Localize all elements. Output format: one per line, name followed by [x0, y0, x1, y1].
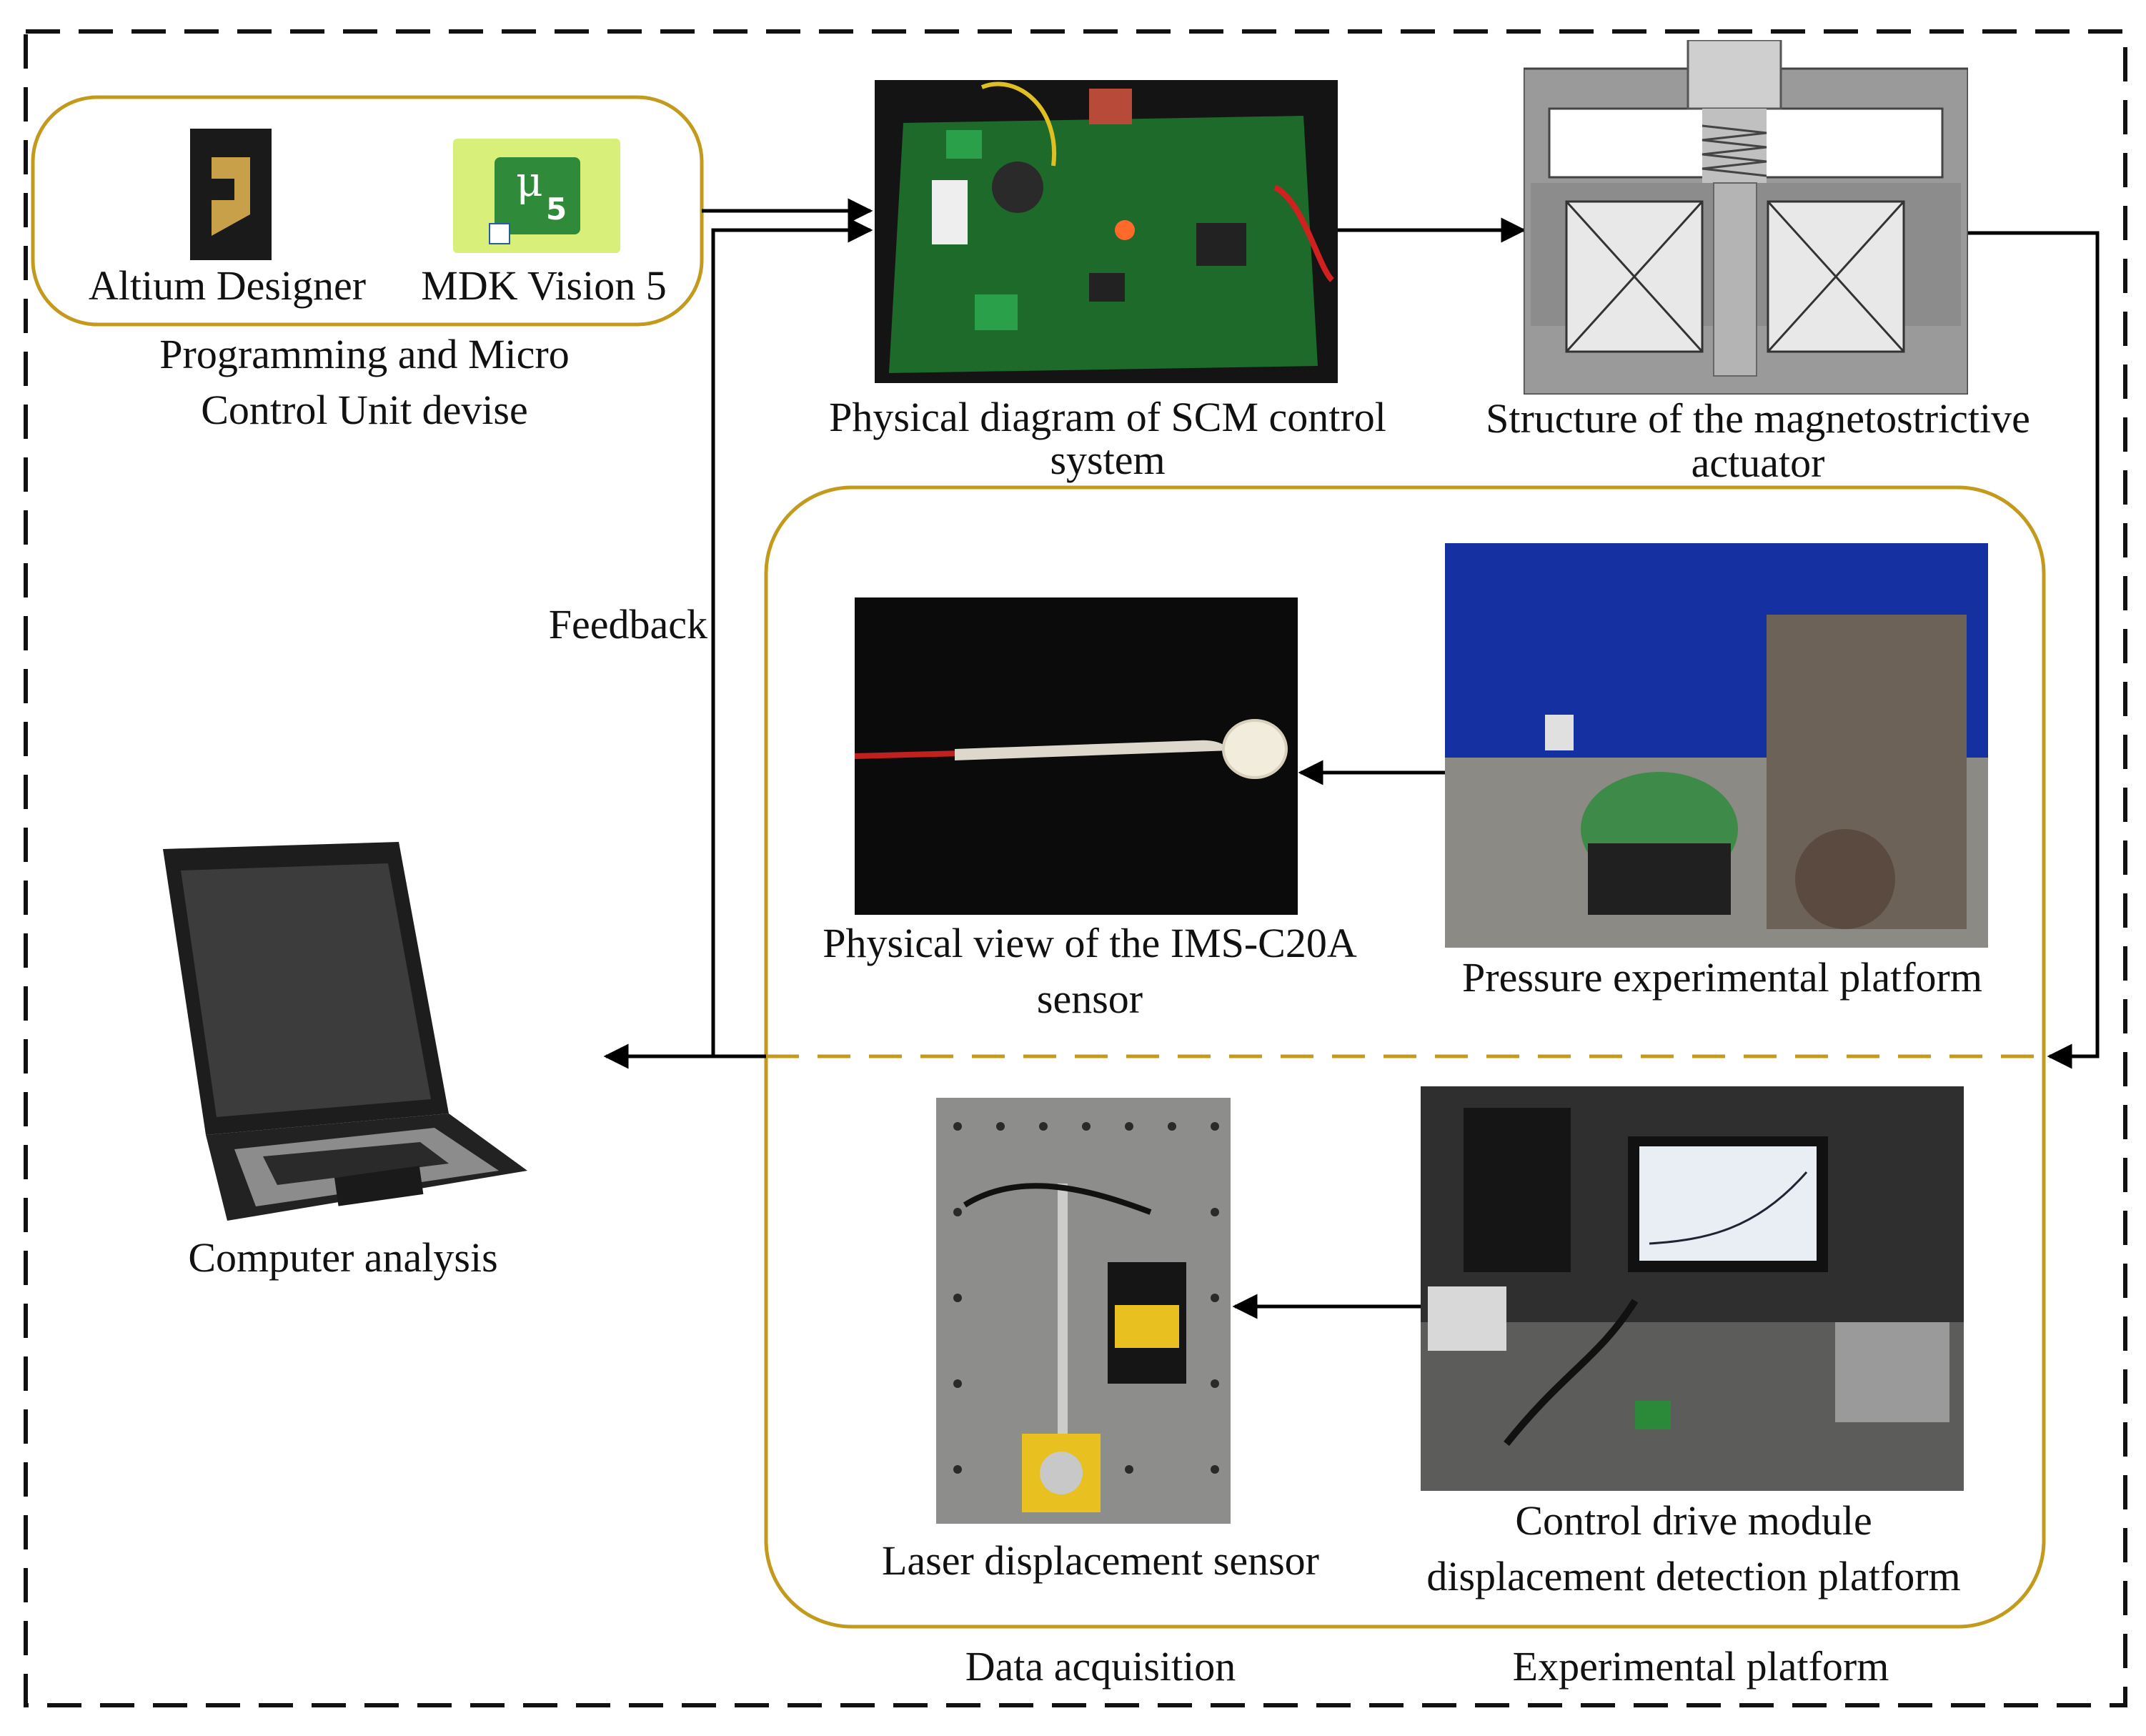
mdk-icon-mu: μ — [516, 157, 543, 206]
laser-caption: Laser displacement sensor — [881, 1537, 1319, 1584]
laptop-icon — [63, 835, 535, 1234]
mdk-vision-logo-icon: μ 5 — [453, 139, 620, 253]
control-drive-caption-line1: Control drive module — [1515, 1497, 1872, 1544]
software-caption-line2: Control Unit devise — [201, 387, 528, 433]
scm-control-board-photo — [875, 80, 1338, 383]
sensor-caption-line1: Physical view of the IMS-C20A — [823, 920, 1357, 966]
software-caption-line1: Programming and Micro — [159, 331, 570, 377]
actuator-structure-drawing — [1524, 40, 1968, 395]
arrow-feedback-to-scm — [711, 217, 873, 1056]
ims-sensor-photo — [855, 597, 1298, 915]
control-drive-platform-photo — [1421, 1086, 1964, 1491]
computer-analysis-label: Computer analysis — [188, 1234, 498, 1281]
feedback-label: Feedback — [548, 601, 707, 648]
scm-caption-line1: Physical diagram of SCM control — [829, 394, 1386, 440]
experimental-platform-label: Experimental platform — [1512, 1643, 1889, 1690]
sensor-caption-line2: sensor — [1036, 976, 1143, 1022]
laser-sensor-photo — [936, 1098, 1231, 1524]
outer-dashed-frame — [24, 29, 2127, 1707]
altium-designer-label: Altium Designer — [88, 262, 367, 309]
arrow-actuator-to-platform — [1965, 231, 2100, 1069]
data-acquisition-label: Data acquisition — [965, 1643, 1236, 1690]
actuator-caption-line2: actuator — [1691, 440, 1825, 486]
altium-designer-logo-icon — [190, 129, 272, 260]
mdk-icon-five: 5 — [546, 192, 567, 227]
pressure-platform-photo — [1445, 543, 1988, 948]
scm-caption-line2: system — [1050, 437, 1166, 483]
control-drive-caption-line2: displacement detection platform — [1426, 1553, 1961, 1599]
actuator-caption-line1: Structure of the magnetostrictive — [1486, 395, 2030, 442]
mdk-vision-label: MDK Vision 5 — [421, 262, 667, 309]
pressure-caption: Pressure experimental platform — [1462, 954, 1982, 1001]
